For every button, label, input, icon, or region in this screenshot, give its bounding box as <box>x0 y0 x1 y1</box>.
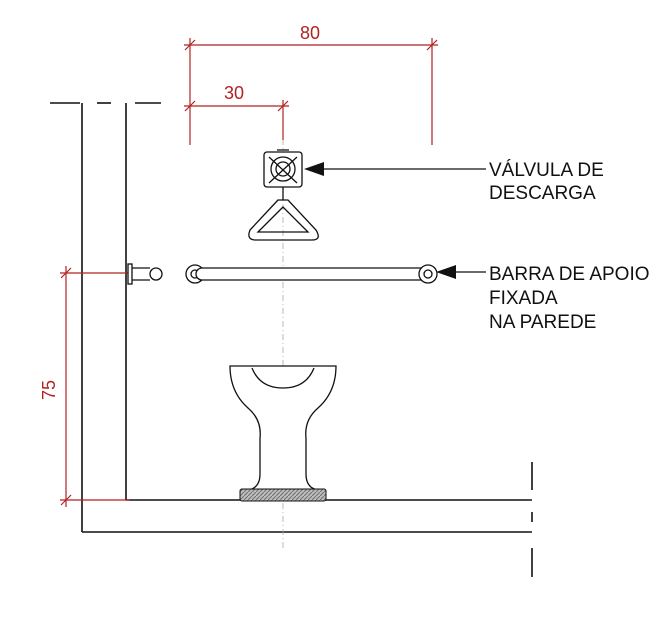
flush-valve <box>263 149 303 188</box>
bar-label-line1: BARRA DE APOIO <box>489 264 650 285</box>
dimension-bar-height-label: 75 <box>39 380 59 400</box>
flush-handle <box>248 187 319 241</box>
toilet-floor-base <box>239 488 327 502</box>
bar-label-line3: NA PAREDE <box>489 312 596 333</box>
valve-callout-arrow <box>304 162 486 176</box>
dimension-width <box>184 38 438 145</box>
toilet <box>229 365 337 491</box>
grab-bar <box>127 263 438 285</box>
dimension-bar-height <box>60 266 130 507</box>
bar-callout-arrow <box>436 265 486 279</box>
valve-label-line2: DESCARGA <box>489 183 596 204</box>
dimension-valve-offset-label: 30 <box>224 83 244 103</box>
bar-label-line2: FIXADA <box>489 288 558 309</box>
dimension-valve-offset <box>184 100 289 140</box>
wall-floor-lines <box>50 102 533 577</box>
dimension-width-label: 80 <box>300 23 320 43</box>
valve-label-line1: VÁLVULA DE <box>489 160 604 181</box>
